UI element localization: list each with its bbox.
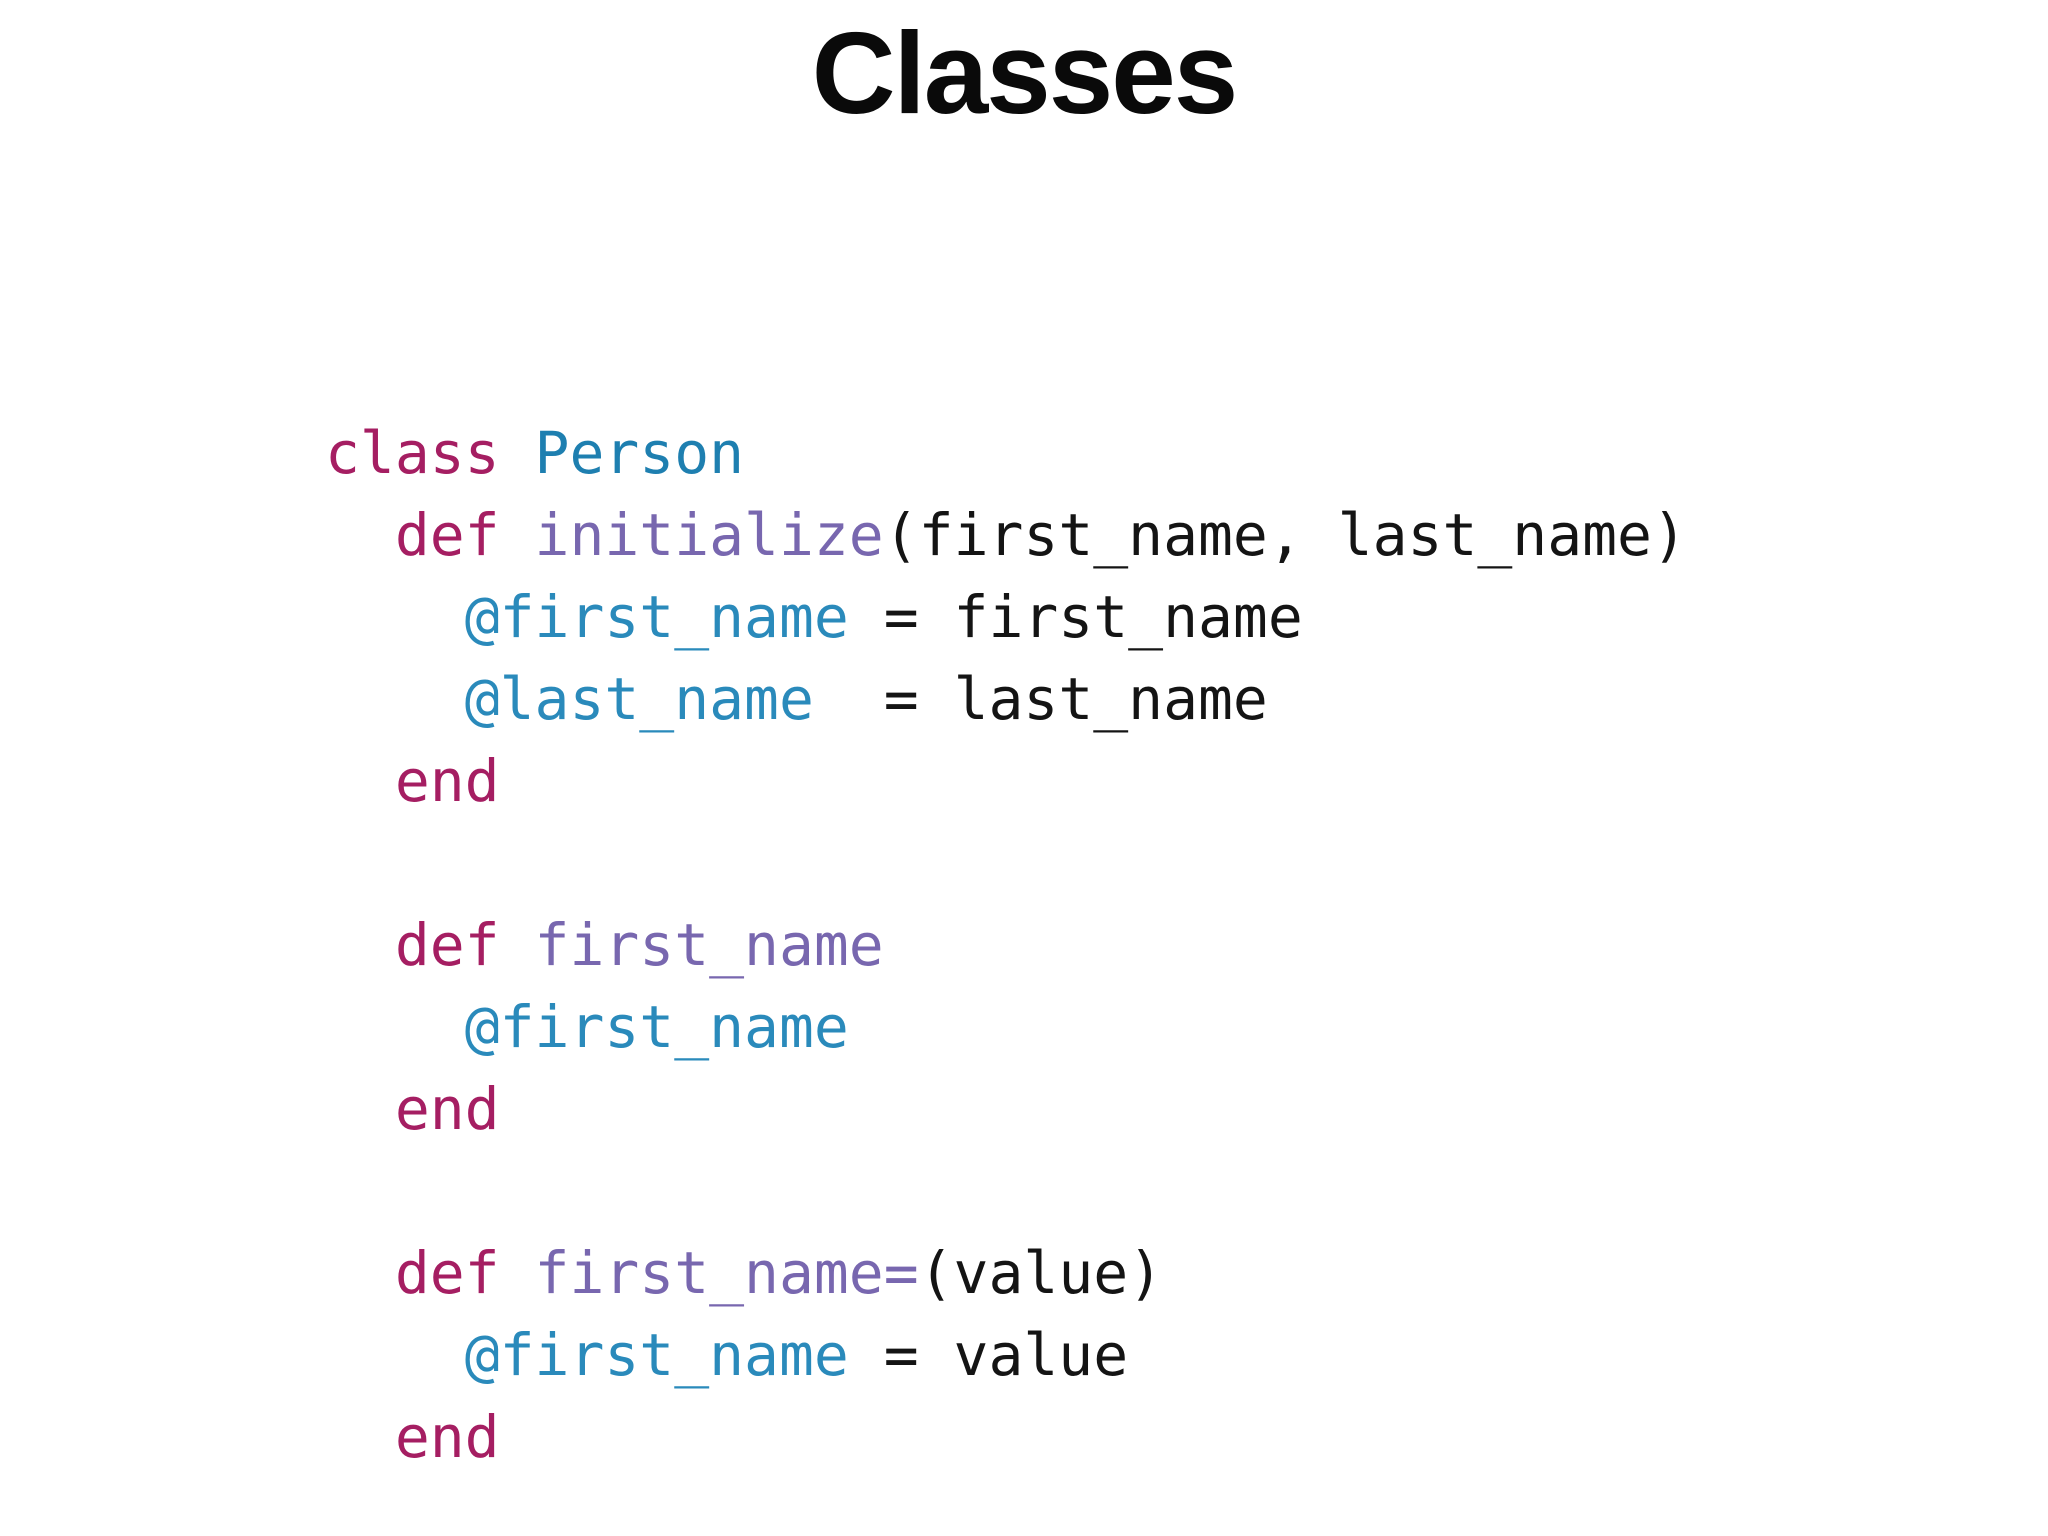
code-token-plain [325,1321,465,1389]
code-token-constant: Person [534,419,745,487]
code-token-plain: = first_name [848,583,1303,651]
code-token-plain [325,665,465,733]
code-token-plain: = last_name [813,665,1268,733]
code-token-plain [325,501,395,569]
code-token-keyword: end [394,1075,500,1143]
code-token-plain [325,993,465,1061]
code-line [325,822,1687,904]
code-token-plain: (first_name, last_name) [883,501,1687,569]
code-token-keyword: def [394,911,500,979]
code-token-ivar: @first_name [464,1321,849,1389]
code-token-ivar: @first_name [464,583,849,651]
code-token-plain [500,501,535,569]
code-line: class Person [325,412,1687,494]
code-line: def first_name=(value) [325,1232,1687,1314]
code-token-keyword: end [394,1403,500,1471]
code-token-plain [325,1239,395,1307]
code-token-keyword: end [394,747,500,815]
code-token-method: first_name= [534,1239,919,1307]
code-token-plain [500,1239,535,1307]
code-line: def initialize(first_name, last_name) [325,494,1687,576]
code-token-plain [325,911,395,979]
code-token-keyword: class [325,419,500,487]
code-token-plain [500,911,535,979]
code-token-plain: (value) [918,1239,1164,1307]
code-line: @first_name [325,986,1687,1068]
code-token-plain [500,419,535,487]
code-token-plain [325,1075,395,1143]
code-line [325,1150,1687,1232]
code-token-ivar: @first_name [464,993,849,1061]
code-token-plain [325,583,465,651]
code-token-method: initialize [534,501,884,569]
code-line: end [325,740,1687,822]
code-line: @first_name = first_name [325,576,1687,658]
code-token-plain [325,747,395,815]
code-line: @first_name = value [325,1314,1687,1396]
code-token-keyword: def [394,501,500,569]
code-token-keyword: def [394,1239,500,1307]
code-line: end [325,1396,1687,1478]
code-line: def first_name [325,904,1687,986]
code-line: end [325,1068,1687,1150]
code-token-plain [325,1403,395,1471]
code-block: class Person def initialize(first_name, … [325,412,1687,1478]
code-line: @last_name = last_name [325,658,1687,740]
code-token-method: first_name [534,911,884,979]
code-token-ivar: @last_name [464,665,814,733]
code-token-plain: = value [848,1321,1129,1389]
page-title: Classes [811,8,1239,138]
